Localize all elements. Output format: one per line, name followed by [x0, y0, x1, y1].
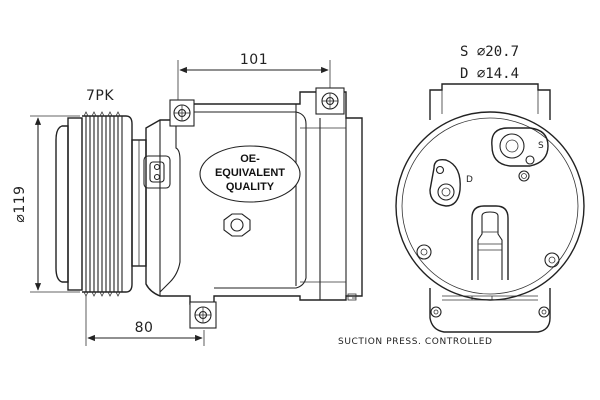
rear-view: S ⌀20.7 D ⌀14.4 S: [338, 44, 585, 347]
side-view: OE- EQUIVALENT QUALITY 101 7PK ⌀119 80: [12, 52, 363, 346]
dimension-length: 101: [177, 52, 331, 100]
suction-port-spec: S ⌀20.7: [460, 44, 519, 60]
suction-port: S: [491, 127, 549, 182]
rear-housing-circle: [395, 111, 585, 301]
control-valve: [471, 205, 509, 280]
discharge-port: D: [429, 158, 473, 207]
mount-lug-top-left: [169, 99, 195, 127]
badge-line-1: OE-: [240, 153, 260, 165]
dimension-offset: 80: [85, 296, 205, 346]
electrical-connector: [143, 155, 171, 189]
discharge-port-spec: D ⌀14.4: [460, 66, 519, 82]
rear-bolt-bottom-left: [430, 306, 442, 318]
mount-lug-bottom: [189, 301, 217, 329]
discharge-port-mark: D: [466, 175, 473, 185]
pulley-grooves: [67, 111, 133, 297]
dimension-length-label: 101: [240, 52, 268, 68]
belt-profile-label: 7PK: [86, 88, 114, 104]
oe-equivalent-quality-badge: OE- EQUIVALENT QUALITY: [199, 145, 301, 203]
mount-lug-top-right: [315, 87, 345, 115]
badge-line-2: EQUIVALENT: [215, 167, 285, 179]
suction-pressure-note: SUCTION PRESS. CONTROLLED: [338, 337, 493, 347]
badge-line-3: QUALITY: [226, 181, 275, 193]
pulley-front-plate: [55, 125, 69, 283]
rear-bolt-left: [416, 244, 432, 260]
rear-housing-top: [429, 83, 551, 120]
compressor-body: [145, 91, 363, 305]
suction-port-mark: S: [538, 141, 544, 151]
rear-housing-bottom: [429, 288, 551, 333]
dimension-diameter: ⌀119: [12, 115, 80, 293]
dimension-offset-label: 80: [135, 320, 154, 336]
dimension-diameter-label: ⌀119: [12, 185, 28, 222]
rear-bolt-bottom-right: [538, 306, 550, 318]
service-valve-nut: [223, 213, 251, 237]
rear-bolt-right: [544, 252, 560, 268]
